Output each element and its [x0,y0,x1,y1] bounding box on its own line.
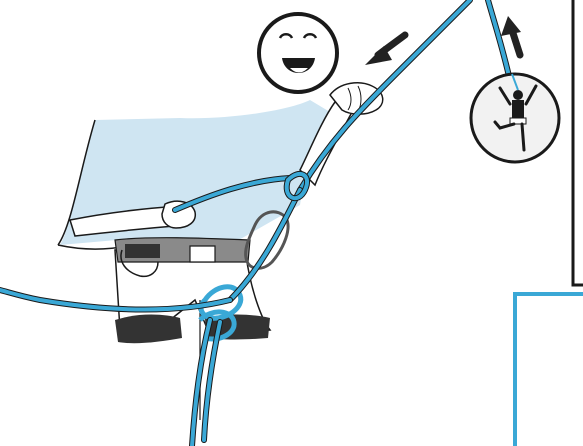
pull-arrow-icon [365,35,405,65]
smiling-face-icon [259,14,337,92]
panel-frame [515,0,583,446]
climber-on-wall-icon [471,74,559,162]
harness-leg-loops [115,315,270,344]
